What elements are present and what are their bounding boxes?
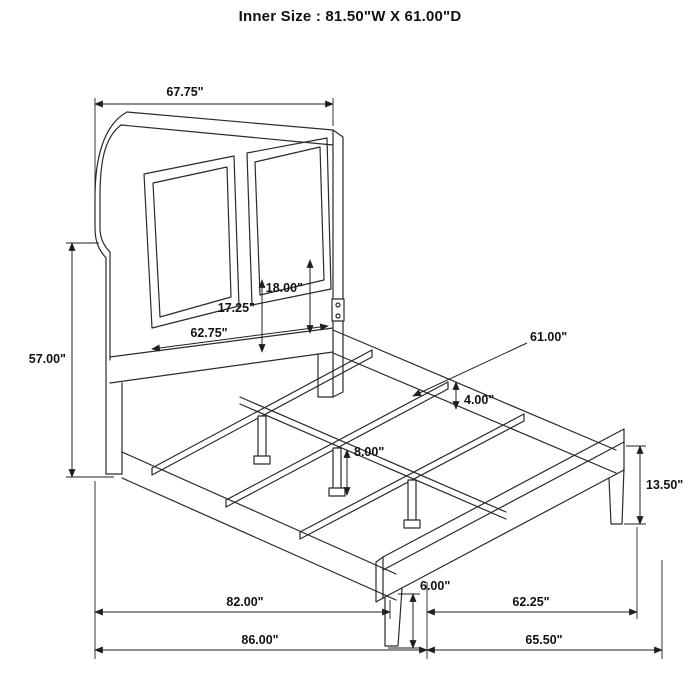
center-leg-1 [257,415,267,459]
inner-size-title: Inner Size : 81.50"W X 61.00"D [238,8,462,25]
dim-panel-inner-height: 17.25" [218,279,266,353]
far-rail-top-edge [332,329,617,451]
center-support-legs [253,415,421,529]
leader-line [412,342,528,397]
headboard-panel-left-inner [152,166,232,318]
dim-label-footboard-height: 13.50" [646,478,683,492]
headboard-sleigh-outer-curve [94,111,128,475]
dim-label-headboard-width: 67.75" [166,85,203,99]
dim-overall-width: 65.50" [426,560,663,659]
dim-footboard-height: 13.50" [624,445,683,525]
ext-line [66,242,114,478]
foot-leg-near [384,588,403,647]
center-leg-1-foot [253,455,271,465]
dim-headboard-inner-width: 62.75" [151,323,329,352]
dim-footboard-inner-width: 62.25" [426,527,638,659]
dim-label-headboard-height: 57.00" [29,352,66,366]
headboard-lower-rail-bottom [109,351,334,384]
dim-label-center-leg-height: 8.00" [354,445,384,459]
ext-line [426,527,638,659]
dim-label-inner-width: 61.00" [530,330,567,344]
dim-label-rail-height: 4.00" [464,393,494,407]
dim-label-overall-length: 86.00" [241,633,278,647]
dim-label-headboard-inner-width: 62.75" [190,326,227,340]
ext-line [388,593,420,649]
headboard-right-post [317,129,334,398]
center-rail-top-edge [239,396,507,513]
dim-line [151,323,329,352]
headboard [94,111,345,475]
headboard-crest-top-line [126,111,334,131]
footboard-left-side-face [375,556,384,603]
center-leg-2-foot [328,487,346,497]
dim-label-foot-leg-height: 6.00" [420,579,450,593]
rail-bracket [331,298,345,322]
footboard-top-edge [382,428,625,558]
slats [151,349,525,540]
center-leg-3-foot [403,519,421,529]
footboard-front-top-edge [382,441,625,571]
headboard-panel-right-inner [254,146,325,296]
dim-center-leg-height: 8.00" [343,445,384,496]
bed-frame-rails [121,329,617,601]
dim-panel-height: 18.00" [266,259,314,334]
dim-label-footboard-inner-width: 62.25" [512,595,549,609]
dim-overall-length: 86.00" [94,633,428,654]
near-rail-top-edge [121,451,397,575]
dim-frame-length: 82.00" [94,481,391,659]
dim-label-frame-length: 82.00" [226,595,263,609]
foot-leg-far [608,467,625,525]
center-rail-bottom-edge [239,403,507,520]
headboard-panel-right-outer [246,137,332,306]
headboard-panel-left-outer [143,155,240,329]
center-leg-2 [332,447,342,491]
dim-label-overall-width: 65.50" [525,633,562,647]
center-leg-3 [407,479,417,523]
dim-headboard-height: 57.00" [29,242,114,478]
dim-rail-height: 4.00" [452,381,494,410]
headboard-crest-bottom-line [120,124,334,146]
bracket-hole-top [335,302,341,308]
headboard-left-leg [105,382,123,475]
dim-inner-width: 61.00" [412,330,567,397]
near-rail-bottom-edge [121,477,397,601]
footboard-front-bottom-edge [382,469,625,599]
headboard-side-thickness [332,129,344,398]
footboard [375,428,625,647]
dim-headboard-width: 67.75" [94,85,334,192]
dim-label-panel-height: 18.00" [266,281,303,295]
bracket-hole-bottom [335,313,341,319]
dim-label-panel-inner-height: 17.25" [218,301,255,315]
headboard-sleigh-inner-curve [99,124,122,361]
far-rail-bottom-edge [332,352,617,474]
ext-line [624,445,646,525]
dim-foot-leg-height: 6.00" [388,579,450,649]
